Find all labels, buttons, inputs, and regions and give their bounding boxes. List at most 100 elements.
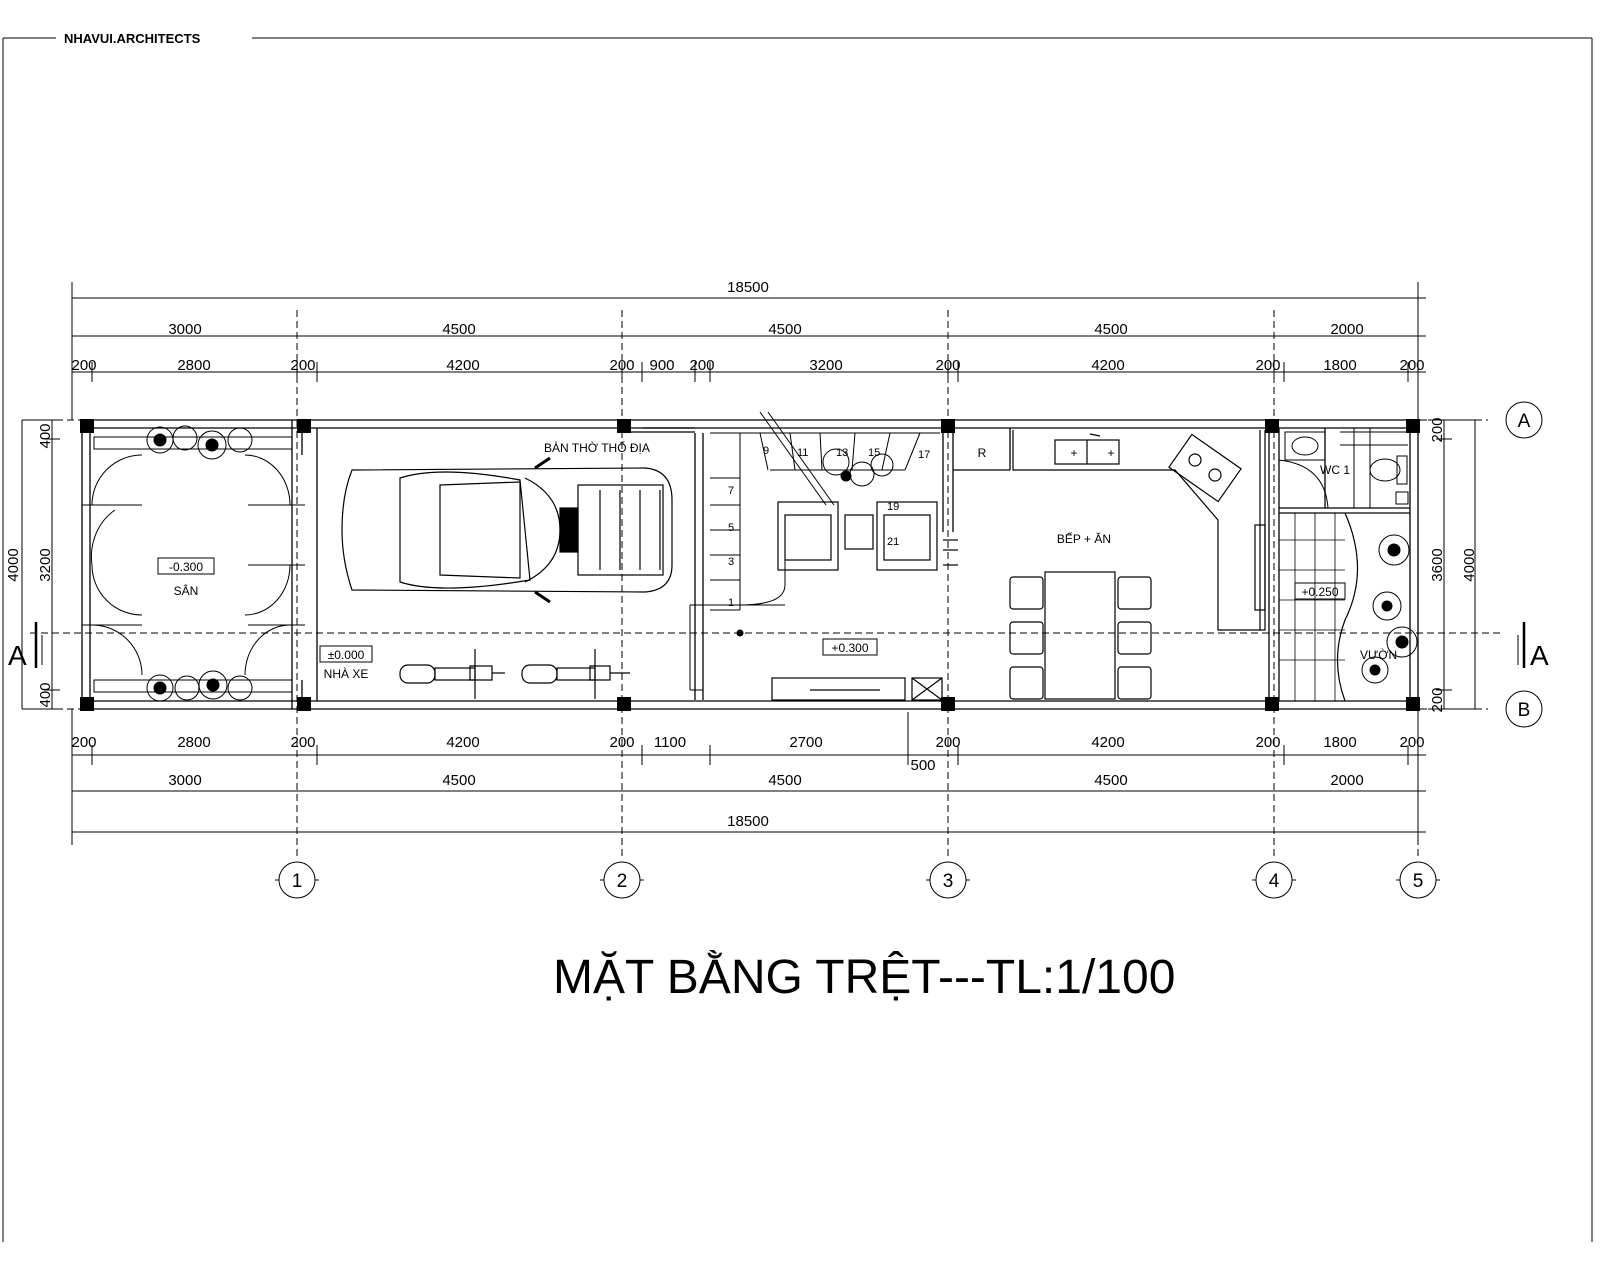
svg-text:4500: 4500 — [442, 321, 475, 338]
altar-label: BÀN THỜ THỔ ĐỊA — [544, 440, 650, 455]
living-level: +0.300 — [831, 641, 868, 655]
section-mark-left: A — [8, 622, 43, 671]
svg-text:4000: 4000 — [1461, 548, 1478, 581]
svg-text:4500: 4500 — [768, 772, 801, 789]
kitchen-label: BẾP + ĂN — [1057, 531, 1111, 546]
svg-text:1: 1 — [728, 597, 734, 609]
wc-label: WC 1 — [1320, 463, 1350, 477]
drawing-title: MẶT BẰNG TRỆT---TL:1/100 — [553, 950, 1175, 1004]
svg-text:4500: 4500 — [1094, 772, 1127, 789]
garage-label: NHÀ XE — [324, 666, 369, 681]
firm-name: NHAVUI.ARCHITECTS — [64, 31, 201, 46]
stair-plants — [822, 448, 894, 487]
dim-bottom-detail: 200 2800 200 4200 200 1100 2700 200 4200… — [71, 734, 1424, 751]
svg-text:400: 400 — [37, 682, 54, 707]
svg-text:200: 200 — [290, 357, 315, 374]
svg-text:+: + — [1070, 446, 1077, 460]
svg-text:9: 9 — [763, 445, 769, 457]
svg-text:4000: 4000 — [5, 548, 22, 581]
svg-text:3600: 3600 — [1429, 548, 1446, 581]
svg-text:A: A — [8, 640, 27, 671]
dim-bottom-extra: 500 — [910, 757, 935, 774]
svg-text:200: 200 — [1399, 357, 1424, 374]
svg-text:2800: 2800 — [177, 734, 210, 751]
wc-level-tag — [1294, 582, 1346, 600]
front-yard — [82, 436, 305, 693]
garden-plants — [1361, 534, 1418, 684]
svg-text:200: 200 — [1399, 734, 1424, 751]
svg-text:A: A — [1518, 411, 1531, 432]
svg-text:200: 200 — [935, 357, 960, 374]
svg-text:5: 5 — [1413, 871, 1424, 892]
svg-text:4200: 4200 — [1091, 357, 1124, 374]
svg-text:200: 200 — [1255, 357, 1280, 374]
section-mark-right: A — [1517, 622, 1549, 671]
yard-plants-bottom — [146, 670, 253, 702]
living-level-tag — [822, 638, 878, 656]
svg-text:2000: 2000 — [1330, 321, 1363, 338]
svg-text:13: 13 — [836, 447, 848, 459]
svg-text:3000: 3000 — [168, 772, 201, 789]
axis-bubble-3: 3 — [926, 861, 970, 899]
svg-text:4: 4 — [1269, 871, 1280, 892]
dim-top-detail: 200 2800 200 4200 200 900 200 3200 200 4… — [71, 357, 1424, 374]
svg-text:200: 200 — [71, 734, 96, 751]
svg-text:11: 11 — [797, 447, 808, 459]
svg-text:A: A — [1530, 640, 1549, 671]
axis-bubble-1: 1 — [275, 861, 319, 899]
svg-text:3200: 3200 — [809, 357, 842, 374]
tv-cabinet — [771, 677, 943, 701]
wc-level: +0.250 — [1301, 585, 1338, 599]
san-level: -0.300 — [169, 560, 203, 574]
svg-text:19: 19 — [887, 501, 899, 513]
svg-text:B: B — [1518, 700, 1531, 721]
dim-bottom-axes: 3000 4500 4500 4500 2000 — [168, 772, 1363, 789]
svg-text:200: 200 — [609, 357, 634, 374]
san-level-tag — [157, 557, 215, 575]
motorbike-icon-2 — [521, 649, 630, 699]
garage-level: ±0.000 — [328, 648, 365, 662]
svg-text:2800: 2800 — [177, 357, 210, 374]
svg-text:3000: 3000 — [168, 321, 201, 338]
svg-text:4500: 4500 — [1094, 321, 1127, 338]
svg-text:3: 3 — [943, 871, 954, 892]
axis-bubble-b: B — [1505, 690, 1543, 728]
svg-text:200: 200 — [609, 734, 634, 751]
svg-text:7: 7 — [728, 485, 734, 497]
car-icon — [341, 456, 673, 604]
svg-text:4500: 4500 — [768, 321, 801, 338]
svg-text:17: 17 — [918, 449, 930, 461]
wc-fixtures — [1278, 428, 1409, 509]
svg-text:200: 200 — [71, 357, 96, 374]
fridge-label: R — [978, 446, 987, 460]
garden-tiles — [1279, 512, 1358, 702]
svg-text:4500: 4500 — [442, 772, 475, 789]
svg-text:4200: 4200 — [446, 734, 479, 751]
dim-top-overall: 18500 — [727, 279, 769, 296]
svg-text:200: 200 — [1255, 734, 1280, 751]
dim-right: 200 3600 200 4000 — [1429, 417, 1478, 712]
svg-text:200: 200 — [290, 734, 315, 751]
svg-text:5: 5 — [728, 522, 734, 534]
svg-text:400: 400 — [37, 423, 54, 448]
svg-text:4200: 4200 — [1091, 734, 1124, 751]
svg-text:1: 1 — [292, 871, 303, 892]
svg-text:21: 21 — [887, 536, 899, 548]
svg-text:4200: 4200 — [446, 357, 479, 374]
svg-text:200: 200 — [1429, 687, 1446, 712]
dim-left: 400 3200 400 4000 — [5, 423, 54, 707]
svg-text:900: 900 — [649, 357, 674, 374]
svg-text:200: 200 — [689, 357, 714, 374]
axis-bubble-2: 2 — [600, 861, 644, 899]
staircase — [689, 411, 940, 691]
axis-bubble-5: 5 — [1396, 861, 1440, 899]
svg-text:200: 200 — [1429, 417, 1446, 442]
svg-text:3: 3 — [728, 556, 734, 568]
dim-bottom-overall: 18500 — [727, 813, 769, 830]
columns — [80, 419, 1420, 711]
axis-bubble-4: 4 — [1252, 861, 1296, 899]
san-label: SÂN — [174, 583, 199, 598]
svg-text:3200: 3200 — [37, 548, 54, 581]
motorbike-icon-1 — [399, 649, 505, 699]
dimension-lines — [21, 282, 1478, 845]
